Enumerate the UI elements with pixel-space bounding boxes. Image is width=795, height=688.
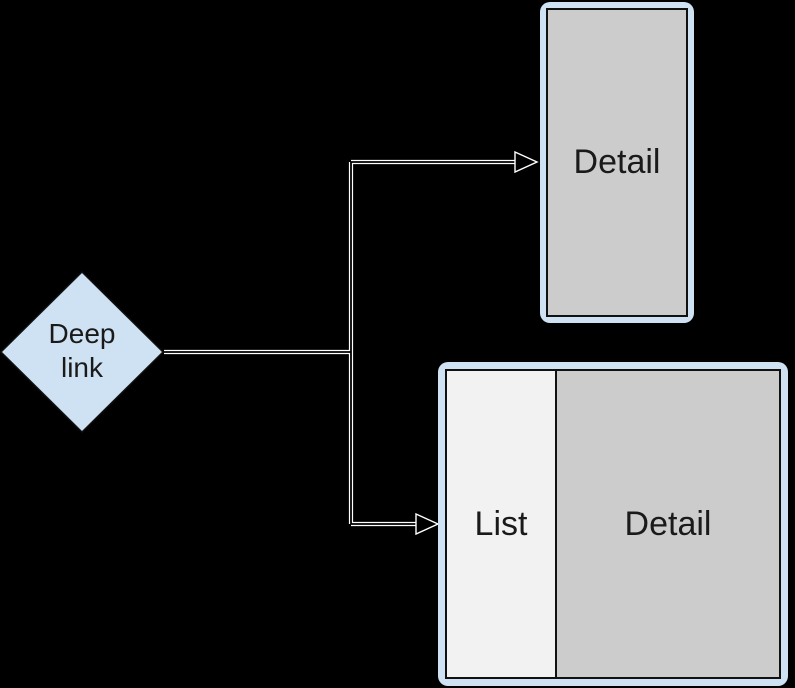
list-detail-screen-frame: List Detail <box>438 362 788 686</box>
arrowhead-to-detail-icon <box>514 150 539 174</box>
arrowhead-to-list-detail-icon <box>415 512 440 536</box>
detail-pane-label: Detail <box>573 143 661 181</box>
detail-pane: Detail <box>548 10 686 315</box>
detail-screen-inner: Detail <box>546 8 688 317</box>
detail-side-pane-label: Detail <box>624 504 712 543</box>
detail-screen-frame: Detail <box>540 2 694 323</box>
list-pane-label: List <box>474 504 528 543</box>
deep-link-label-line1: Deep <box>48 318 116 349</box>
connector-core-lines <box>164 161 516 525</box>
list-detail-screen-inner: List Detail <box>445 369 781 679</box>
deep-link-diamond <box>0 270 165 434</box>
deep-link-label-line2: link <box>60 352 103 383</box>
deep-link-label: Deep link <box>0 317 164 385</box>
detail-side-pane: Detail <box>557 371 779 677</box>
list-pane: List <box>447 371 557 677</box>
